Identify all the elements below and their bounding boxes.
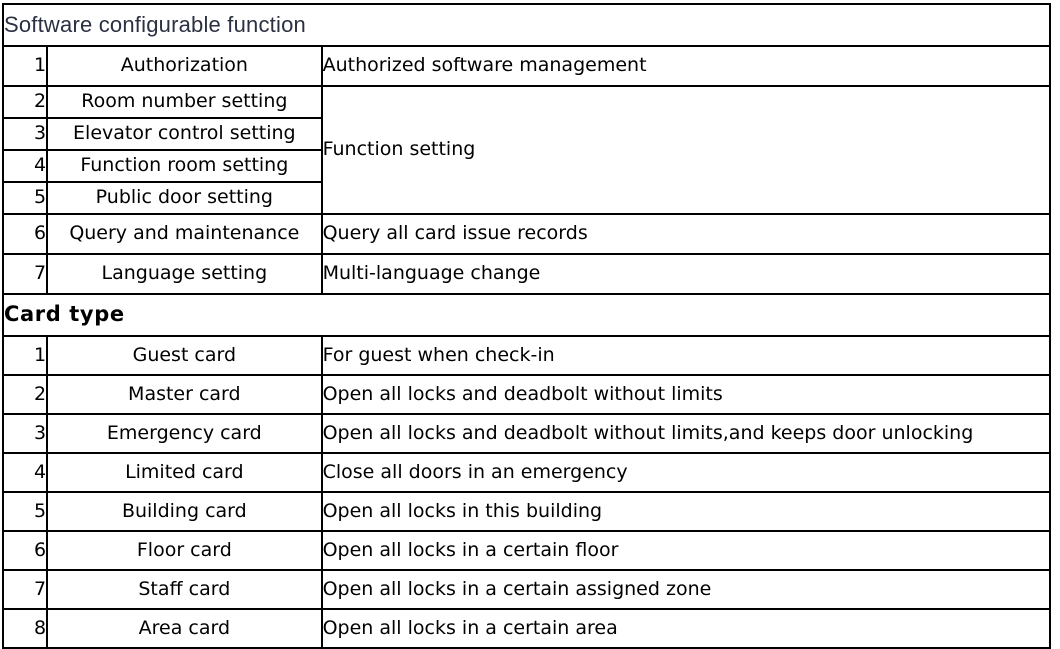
feature-name-cell: Floor card [46,530,323,571]
feature-description-cell: Authorized software management [320,45,1052,87]
feature-description-cell: Open all locks in a certain area [320,608,1052,649]
row-index-cell: 2 [1,85,49,119]
row-index-cell: 3 [1,413,49,454]
section-header-cell: Card type [2,293,1051,337]
row-index-cell: 8 [1,608,49,649]
feature-name-cell: Emergency card [46,413,323,454]
feature-description-cell: For guest when check-in [320,335,1052,376]
row-index-cell: 2 [1,374,49,415]
feature-name-cell: Function room setting [46,149,323,183]
section-title: Card type [4,302,125,327]
feature-name-cell: Building card [46,491,323,532]
row-index-cell: 5 [1,181,49,215]
feature-name-cell: Public door setting [46,181,323,215]
feature-description-cell: Open all locks in a certain assigned zon… [320,569,1052,610]
feature-description-cell: Open all locks and deadbolt without limi… [320,413,1052,454]
row-index-cell: 4 [1,149,49,183]
section-header-row: Card type [2,293,1051,337]
feature-name-cell: Area card [46,608,323,649]
row-index-cell: 4 [1,452,49,493]
feature-description-cell: Function setting [320,85,1052,215]
row-index-cell: 1 [1,45,49,87]
feature-description-cell: Close all doors in an emergency [320,452,1052,493]
feature-name-cell: Limited card [46,452,323,493]
row-index-cell: 6 [1,213,49,255]
feature-name-cell: Guest card [46,335,323,376]
feature-description-cell: Open all locks and deadbolt without limi… [320,374,1052,415]
section-header-cell: Software configurable function [2,3,1051,47]
section-header-row: Software configurable function [2,3,1051,47]
section-title: Software configurable function [4,11,306,37]
feature-name-cell: Staff card [46,569,323,610]
row-index-cell: 7 [1,569,49,610]
feature-description-cell: Query all card issue records [320,213,1052,255]
row-index-cell: 6 [1,530,49,571]
feature-name-cell: Language setting [46,253,323,295]
feature-description-cell: Multi-language change [320,253,1052,295]
feature-description-cell: Open all locks in this building [320,491,1052,532]
row-index-cell: 5 [1,491,49,532]
feature-name-cell: Room number setting [46,85,323,119]
feature-name-cell: Authorization [46,45,323,87]
row-index-cell: 1 [1,335,49,376]
feature-name-cell: Master card [46,374,323,415]
feature-name-cell: Elevator control setting [46,117,323,151]
feature-name-cell: Query and maintenance [46,213,323,255]
row-index-cell: 3 [1,117,49,151]
row-index-cell: 7 [1,253,49,295]
feature-description-cell: Open all locks in a certain floor [320,530,1052,571]
